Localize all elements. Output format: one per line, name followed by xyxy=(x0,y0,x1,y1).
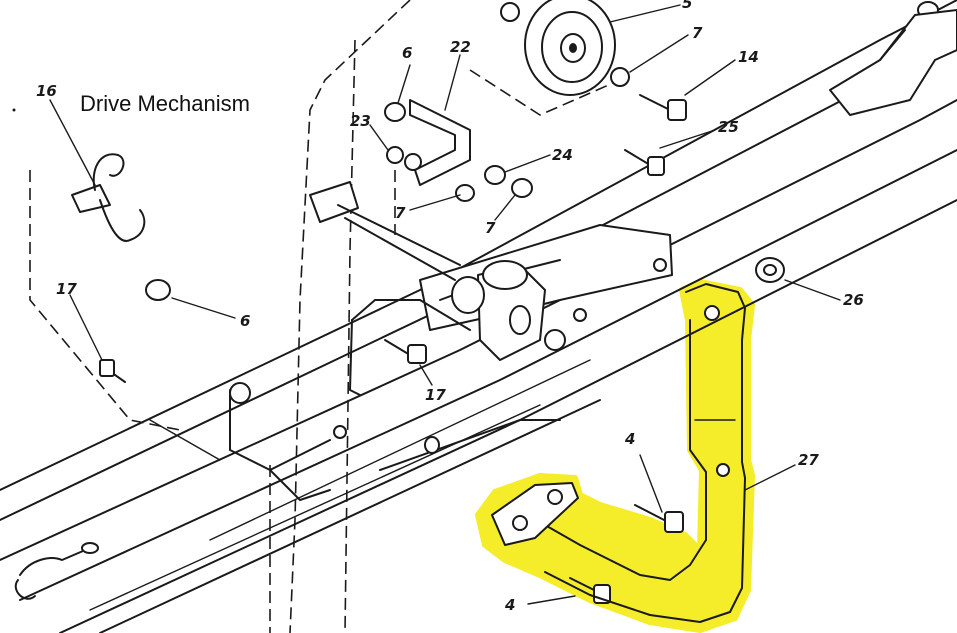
highlight-fill xyxy=(475,279,755,633)
callout-23: 23 xyxy=(350,112,371,130)
pulley xyxy=(500,0,630,96)
diagram-title: Drive Mechanism xyxy=(80,91,250,116)
callout-17-center: 17 xyxy=(425,386,446,404)
callout-27: 27 xyxy=(798,451,819,469)
callout-6-top: 6 xyxy=(402,44,412,62)
pivot-assembly xyxy=(309,181,673,396)
callout-4-bottom: 4 xyxy=(504,596,515,614)
callout-4-top: 4 xyxy=(624,430,635,448)
hardware xyxy=(99,1,939,604)
callout-7-right: 7 xyxy=(485,219,496,237)
callout-6-left: 6 xyxy=(240,312,250,330)
top-right-bracket xyxy=(829,9,957,116)
callout-16: 16 xyxy=(36,82,57,100)
callout-17-left: 17 xyxy=(56,280,77,298)
callout-25: 25 xyxy=(718,118,739,136)
part-27-highlight xyxy=(475,279,755,633)
part-27-bracket xyxy=(491,283,746,623)
leader-lines xyxy=(49,4,841,605)
hook-assembly xyxy=(71,153,146,242)
callout-14: 14 xyxy=(738,48,759,66)
callout-24: 24 xyxy=(552,146,573,164)
lower-left-chain xyxy=(14,542,99,600)
callout-5: 5 xyxy=(682,0,692,12)
callout-labels: 16 6 22 5 7 14 23 25 24 7 7 6 17 17 26 2… xyxy=(36,0,864,614)
callout-7-left: 7 xyxy=(395,204,406,222)
stray-dot xyxy=(12,108,16,112)
dashed-lines xyxy=(29,0,621,633)
callout-26: 26 xyxy=(843,291,864,309)
callout-22: 22 xyxy=(450,38,471,56)
callout-7-top: 7 xyxy=(692,24,703,42)
